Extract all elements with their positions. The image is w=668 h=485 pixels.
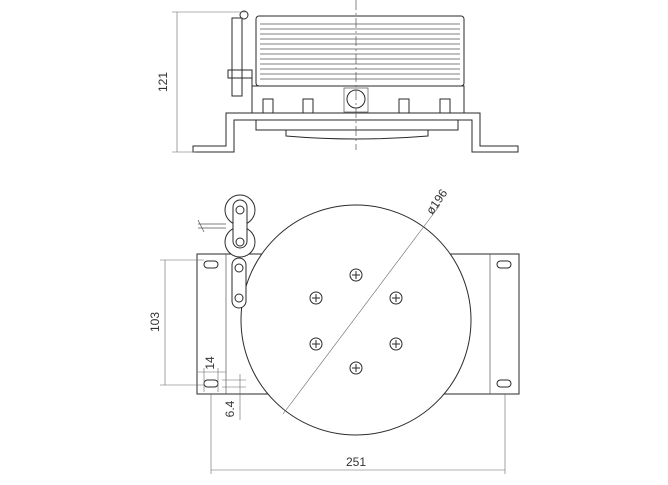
- side-bolts: [262, 98, 451, 114]
- dim-14-label: 14: [203, 356, 217, 370]
- dim-14: [198, 368, 226, 392]
- main-disc: [240, 204, 472, 436]
- dim-251: [210, 394, 506, 474]
- reel-housing: [255, 15, 465, 87]
- dim-103-label: 103: [148, 312, 162, 332]
- side-view: 121: [156, 0, 519, 153]
- reel-ribs: [260, 23, 460, 80]
- dim-103: [160, 259, 204, 386]
- lower-body: [251, 85, 465, 114]
- dim-diameter-label: ø196: [423, 186, 450, 217]
- base-bracket: [192, 112, 519, 153]
- diameter-leader: [282, 204, 441, 415]
- bottom-plate: [255, 119, 459, 131]
- dim-121-label: 121: [156, 72, 170, 92]
- dim-6-4: [222, 374, 246, 420]
- disc-screws: [309, 268, 403, 375]
- dim-6-4-label: 6.4: [223, 400, 237, 417]
- side-arm: [227, 10, 253, 97]
- guide-arm: [197, 194, 256, 309]
- dim-121: [172, 11, 246, 153]
- dim-251-label: 251: [346, 455, 366, 469]
- bottom-dome: [285, 130, 429, 140]
- top-view: ø196 103: [148, 186, 520, 474]
